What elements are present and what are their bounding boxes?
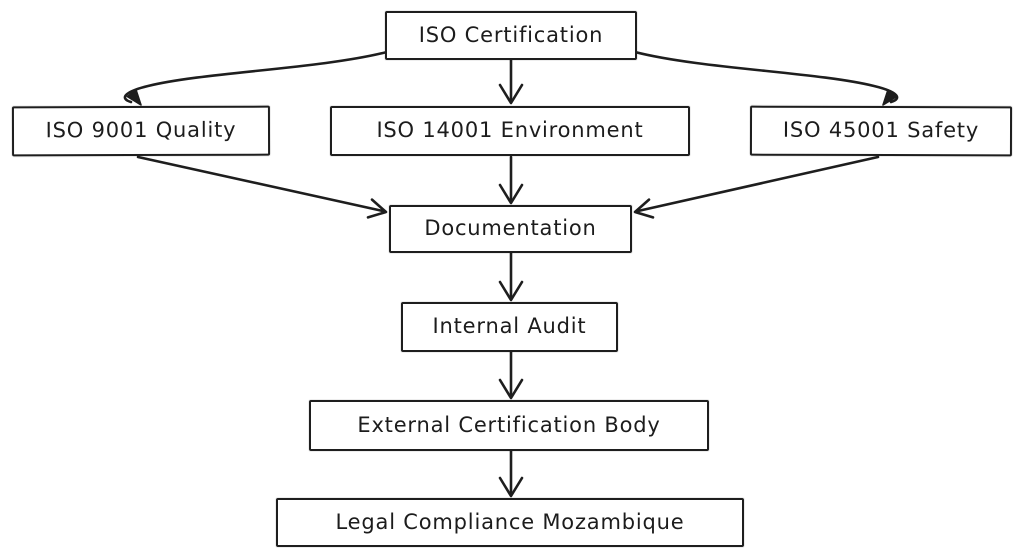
node-legal-compliance-mozambique-label: Legal Compliance Mozambique xyxy=(335,509,685,534)
node-iso-45001-safety-label: ISO 45001 Safety xyxy=(782,117,980,143)
edge-iso-14001-to-documentation xyxy=(498,155,524,205)
edge-iso-certification-to-iso-14001 xyxy=(498,58,524,105)
node-internal-audit: Internal Audit xyxy=(401,302,618,352)
node-internal-audit-label: Internal Audit xyxy=(432,314,587,338)
edge-iso-45001-to-documentation xyxy=(633,155,880,219)
node-external-certification-body-label: External Certification Body xyxy=(357,412,661,437)
node-iso-45001-safety: ISO 45001 Safety xyxy=(749,105,1013,157)
edge-external-certification-body-to-legal-compliance xyxy=(498,449,524,498)
node-iso-9001-quality: ISO 9001 Quality xyxy=(11,105,271,157)
node-iso-certification-label: ISO Certification xyxy=(418,22,604,47)
edge-documentation-to-internal-audit xyxy=(498,251,524,302)
node-iso-14001-environment-label: ISO 14001 Environment xyxy=(376,118,644,142)
node-documentation: Documentation xyxy=(389,205,632,253)
node-legal-compliance-mozambique: Legal Compliance Mozambique xyxy=(276,498,744,547)
edge-iso-certification-to-iso-45001 xyxy=(633,50,899,106)
node-iso-certification: ISO Certification xyxy=(385,11,637,60)
edge-iso-9001-to-documentation xyxy=(136,155,388,219)
node-iso-14001-environment: ISO 14001 Environment xyxy=(330,106,690,156)
node-external-certification-body: External Certification Body xyxy=(309,400,709,451)
edge-internal-audit-to-external-certification-body xyxy=(498,350,524,400)
edge-iso-certification-to-iso-9001 xyxy=(123,50,389,106)
node-documentation-label: Documentation xyxy=(424,216,597,240)
node-iso-9001-quality-label: ISO 9001 Quality xyxy=(45,117,237,143)
